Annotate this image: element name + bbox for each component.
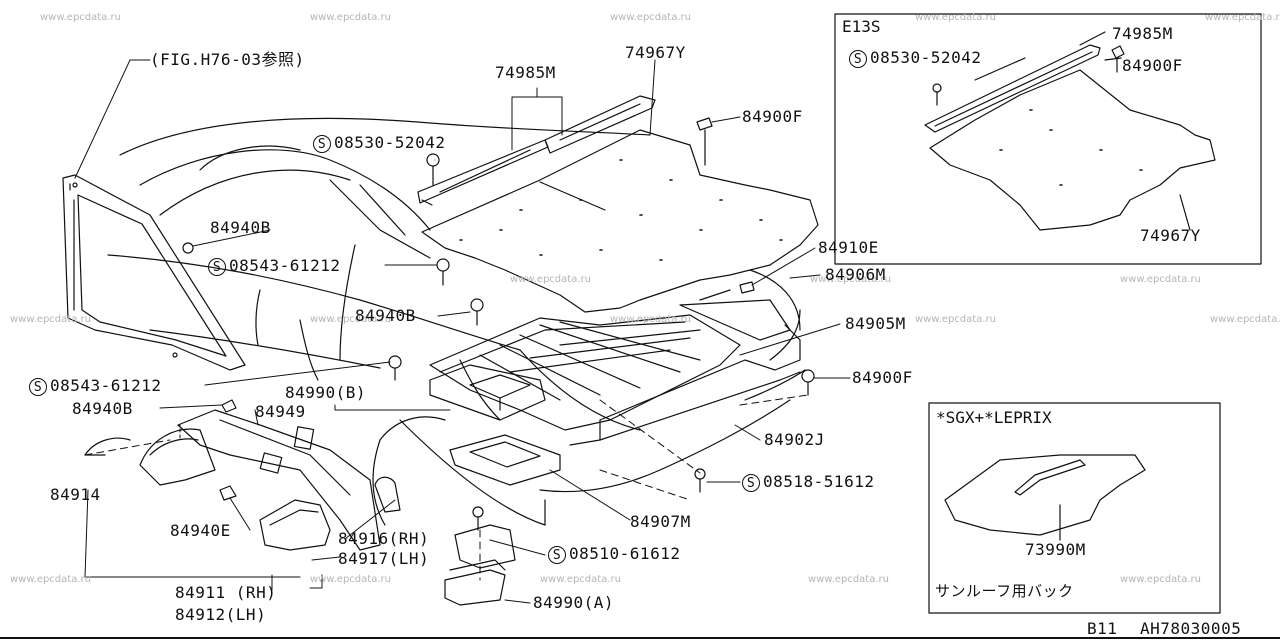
- watermark: www.epcdata.ru: [610, 314, 691, 325]
- lid-84916: [375, 477, 400, 512]
- screw-symbol-icon: S: [208, 258, 226, 276]
- label-84907M[interactable]: 84907M: [630, 512, 691, 531]
- leader-lines: [75, 60, 850, 603]
- quarter-trim-frame: [63, 175, 245, 370]
- clip-84900F-top: [697, 118, 712, 165]
- label-84940B-3[interactable]: 84940B: [72, 399, 133, 418]
- jack-cover-84911: [260, 500, 330, 550]
- wheelhouse-84914: [85, 429, 215, 485]
- label-84900F-top[interactable]: 84900F: [742, 107, 803, 126]
- inset-sgx-title: *SGX+*LEPRIX: [936, 408, 1052, 427]
- screw-symbol-icon: S: [742, 474, 760, 492]
- watermark: www.epcdata.ru: [10, 314, 91, 325]
- watermark: www.epcdata.ru: [510, 274, 591, 285]
- label-84940B-1[interactable]: 84940B: [210, 218, 271, 237]
- label-text: 08530-52042: [870, 48, 982, 67]
- clip-84910E: [740, 282, 754, 293]
- storage-box-84990B: [430, 365, 545, 420]
- label-74967Y[interactable]: 74967Y: [625, 43, 686, 62]
- side-trim-84949: [178, 410, 380, 550]
- rail-74985M: [418, 96, 655, 205]
- panel-74967Y: [422, 130, 818, 312]
- screw-08543-61212-2: [389, 356, 401, 380]
- label-text: 08543-61212: [229, 256, 341, 275]
- label-84940E[interactable]: 84940E: [170, 521, 231, 540]
- watermark: www.epcdata.ru: [610, 12, 691, 23]
- label-text: 08530-52042: [334, 133, 446, 152]
- screw-08530-52042: [427, 154, 439, 185]
- inset-e13s-label-74985M[interactable]: 74985M: [1112, 24, 1173, 43]
- screw-84900F-right: [802, 370, 814, 395]
- inset-sgx-label-73990M[interactable]: 73990M: [1025, 540, 1086, 559]
- watermark: www.epcdata.ru: [1205, 12, 1280, 23]
- watermark: www.epcdata.ru: [40, 12, 121, 23]
- watermark: www.epcdata.ru: [1120, 574, 1201, 585]
- screw-symbol-icon: S: [849, 50, 867, 68]
- inset-sgx-caption: サンルーフ用バック: [935, 582, 1074, 600]
- label-74985M[interactable]: 74985M: [495, 63, 556, 82]
- watermark: www.epcdata.ru: [915, 12, 996, 23]
- screw-08518-51612: [695, 469, 705, 492]
- clip-84940B-1: [183, 243, 193, 253]
- label-84917LH[interactable]: 84917(LH): [338, 549, 430, 568]
- watermark: www.epcdata.ru: [310, 314, 391, 325]
- footer-page: B11: [1087, 619, 1118, 638]
- label-text: 08543-61212: [50, 376, 162, 395]
- label-84990B[interactable]: 84990(B): [285, 383, 367, 402]
- screw-symbol-icon: S: [29, 378, 47, 396]
- watermark: www.epcdata.ru: [10, 574, 91, 585]
- inset-e13s-title: E13S: [842, 17, 881, 36]
- screw-symbol-icon: S: [548, 546, 566, 564]
- inset-frame-sgx: [929, 403, 1220, 613]
- inset-e13s-label-84900F[interactable]: 84900F: [1122, 56, 1183, 75]
- label-84906M[interactable]: 84906M: [825, 265, 886, 284]
- watermark: www.epcdata.ru: [1120, 274, 1201, 285]
- label-84916RH[interactable]: 84916(RH): [338, 529, 430, 548]
- inset-sgx-drawing: [945, 455, 1145, 540]
- footer-code: AH78030005: [1140, 619, 1242, 638]
- label-84940B-2[interactable]: 84940B: [355, 306, 416, 325]
- car-body-outline: [108, 118, 805, 525]
- label-84911RH[interactable]: 84911 (RH): [175, 583, 277, 602]
- inset-frame-e13s: [835, 14, 1261, 264]
- inset-e13s-drawing: [925, 32, 1215, 230]
- watermark: www.epcdata.ru: [915, 314, 996, 325]
- watermark: www.epcdata.ru: [1210, 314, 1280, 325]
- label-84902J[interactable]: 84902J: [764, 430, 825, 449]
- screw-08543-61212-1: [437, 259, 449, 285]
- label-84910E[interactable]: 84910E: [818, 238, 879, 257]
- clip-84940B-3: [222, 400, 236, 412]
- storage-box-84990A: [445, 525, 515, 605]
- clip-84940B-2: [471, 299, 483, 325]
- watermark: www.epcdata.ru: [310, 574, 391, 585]
- label-84949[interactable]: 84949: [255, 402, 306, 421]
- label-84914[interactable]: 84914: [50, 485, 101, 504]
- inset-e13s-label-74967Y[interactable]: 74967Y: [1140, 226, 1201, 245]
- label-text: 08518-51612: [763, 472, 875, 491]
- label-84912LH[interactable]: 84912(LH): [175, 605, 267, 624]
- label-text: 08510-61612: [569, 544, 681, 563]
- watermark: www.epcdata.ru: [808, 574, 889, 585]
- storage-box-84907M: [450, 435, 560, 485]
- watermark: www.epcdata.ru: [310, 12, 391, 23]
- screw-symbol-icon: S: [313, 135, 331, 153]
- clip-84940E: [220, 486, 236, 500]
- label-84900F-right[interactable]: 84900F: [852, 368, 913, 387]
- screw-08510-61612: [473, 507, 483, 530]
- reference-note: (FIG.H76-03参照): [150, 50, 305, 69]
- label-84905M[interactable]: 84905M: [845, 314, 906, 333]
- watermark: www.epcdata.ru: [810, 274, 891, 285]
- watermark: www.epcdata.ru: [540, 574, 621, 585]
- label-84990A[interactable]: 84990(A): [533, 593, 615, 612]
